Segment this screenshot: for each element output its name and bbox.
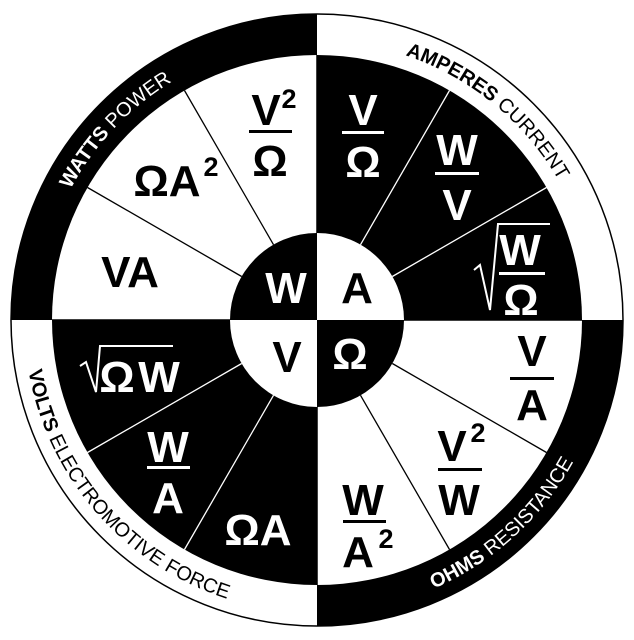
formula-sqrt-ohm-w: Ω W: [79, 345, 180, 402]
formula-sqrt-w-over-ohm: W Ω: [473, 223, 550, 325]
quadrant-watts: [52, 55, 317, 320]
svg-text:W: W: [138, 353, 180, 402]
outer-border: [10, 13, 624, 627]
svg-text:W: W: [147, 423, 189, 472]
sector-divider-line: [183, 395, 275, 550]
svg-text:2: 2: [470, 418, 485, 448]
svg-text:V: V: [442, 181, 472, 230]
sector-divider-line: [359, 395, 451, 550]
center-watts: [230, 233, 317, 320]
formula-w-over-a-squared: W A 2: [342, 476, 393, 577]
svg-text:V: V: [437, 422, 467, 471]
center-label-volts: V: [272, 333, 302, 382]
center-label-ohms: Ω: [332, 330, 367, 379]
svg-text:V: V: [517, 327, 547, 376]
svg-text:ΩA: ΩA: [224, 506, 291, 555]
center-label-watts: W: [265, 264, 307, 313]
sector-divider-line: [392, 362, 547, 454]
svg-text:A: A: [152, 474, 184, 523]
svg-text:A: A: [516, 381, 548, 430]
sector-dividers: [87, 90, 547, 550]
sector-divider-line: [87, 362, 242, 454]
sector-divider-line: [392, 186, 547, 278]
svg-text:W: W: [436, 126, 478, 175]
svg-text:Ω: Ω: [99, 353, 134, 402]
svg-text:Ω: Ω: [345, 138, 380, 187]
formula-va: VA: [101, 248, 159, 297]
svg-text:V: V: [348, 86, 378, 135]
sector-divider-line: [359, 90, 451, 245]
square-root-icon: [79, 345, 173, 393]
formula-v-squared-over-ohm: V 2 Ω: [249, 84, 297, 186]
sector-divider-line: [183, 90, 275, 245]
square-root-icon: [473, 223, 550, 311]
svg-text:Ω: Ω: [252, 137, 287, 186]
formula-v-over-a: V A: [510, 327, 554, 430]
quadrant-volts: [52, 320, 317, 585]
quadrant-amperes: [317, 55, 582, 320]
formula-v-over-ohm: V Ω: [342, 86, 384, 187]
formula-ohm-a-squared: ΩA 2: [133, 152, 218, 206]
svg-text:V: V: [251, 86, 281, 135]
center-label-amperes: A: [341, 264, 373, 313]
svg-text:2: 2: [203, 152, 218, 182]
svg-text:Ω: Ω: [503, 276, 538, 325]
center-ohms: [317, 320, 404, 407]
svg-text:2: 2: [378, 524, 393, 554]
svg-text:W: W: [438, 476, 480, 525]
svg-text:W: W: [499, 226, 541, 275]
formula-ohm-a: ΩA: [224, 506, 291, 555]
svg-text:A: A: [342, 528, 374, 577]
svg-text:VA: VA: [101, 248, 159, 297]
formula-v-squared-over-w: V 2 W: [437, 418, 485, 525]
sector-divider-line: [87, 186, 242, 278]
center-amperes: [317, 233, 404, 320]
svg-text:2: 2: [281, 84, 296, 114]
formula-w-over-v: W V: [435, 126, 479, 230]
formula-w-over-a: W A: [147, 423, 190, 523]
center-volts: [230, 320, 317, 407]
svg-text:W: W: [342, 476, 384, 525]
quadrant-ohms: [317, 320, 582, 585]
svg-text:ΩA: ΩA: [133, 157, 200, 206]
